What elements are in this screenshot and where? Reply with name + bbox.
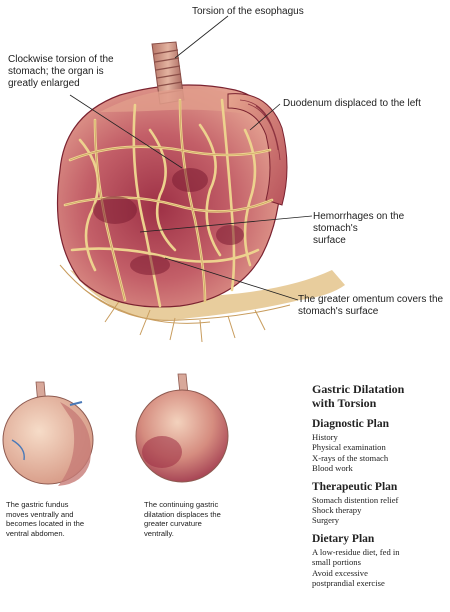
panel-title: Gastric Dilatation with Torsion: [312, 382, 405, 410]
label-torsion-esophagus: Torsion of the esophagus: [192, 6, 304, 17]
greater-omentum: [59, 264, 345, 343]
fundus-diagram: [2, 381, 94, 486]
list-item: Shock therapy: [312, 505, 362, 516]
dietary-plan-heading: Dietary Plan: [312, 532, 375, 545]
hemorrhages: [93, 168, 244, 275]
greater-curvature-diagram: [135, 373, 229, 483]
list-item: Stomach distention relief: [312, 494, 399, 505]
list-item: Avoid excessive postprandial exercise: [312, 567, 385, 589]
label-hemorrhages: Hemorrhages on the stomach's surface: [313, 211, 405, 246]
list-item: Surgery: [312, 515, 340, 526]
caption-fundus: The gastric fundus moves ventrally and b…: [6, 500, 85, 538]
label-clockwise-torsion: Clockwise torsion of the stomach; the or…: [8, 54, 114, 89]
list-item: A low-residue diet, fed in small portion…: [312, 546, 400, 568]
duodenum: [227, 93, 288, 206]
diagnostic-plan-heading: Diagnostic Plan: [312, 418, 389, 430]
list-item: X-rays of the stomach: [312, 452, 389, 463]
label-duodenum-displaced: Duodenum displaced to the left: [283, 98, 421, 109]
diagnostic-plan-list: History Physical examination X-rays of t…: [312, 432, 448, 474]
therapeutic-plan-heading: Therapeutic Plan: [312, 480, 398, 493]
leader-lines: [69, 15, 313, 301]
dietary-plan-list: A low-residue diet, fed in small portion…: [312, 547, 448, 589]
caption-greater-curvature: The continuing gastric dilatation displa…: [144, 500, 221, 538]
info-panel: Gastric Dilatation with Torsion Diagnost…: [312, 382, 448, 595]
label-greater-omentum: The greater omentum covers the stomach's…: [298, 294, 444, 317]
therapeutic-plan-list: Stomach distention relief Shock therapy …: [312, 495, 448, 526]
list-item: History: [312, 432, 338, 442]
stomach-body: [56, 84, 282, 308]
list-item: Physical examination: [312, 442, 386, 453]
list-item: Blood work: [312, 463, 353, 474]
